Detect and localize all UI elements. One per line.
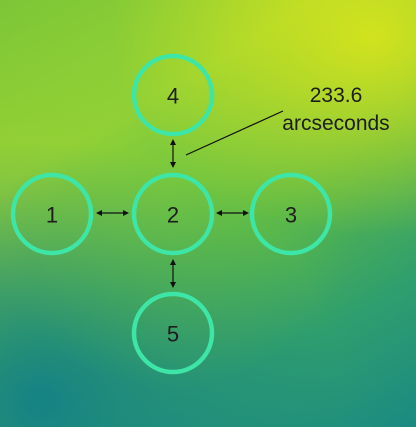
node-3-label: 3 [285, 203, 297, 228]
annotation-value: 233.6 [309, 84, 363, 107]
node-1-label: 1 [46, 203, 58, 228]
node-5-label: 5 [167, 322, 179, 347]
node-2-ring [131, 172, 215, 256]
annotation-unit: arcseconds [282, 112, 390, 135]
edge-4-2-arrow [170, 139, 176, 168]
annotation-leader-line [185, 110, 284, 156]
node-4-ring [131, 53, 215, 137]
node-2-label: 2 [167, 203, 179, 228]
edge-1-2-arrow [96, 210, 129, 216]
edge-2-3-arrow [216, 210, 249, 216]
node-3: 3 [249, 172, 333, 256]
edge-2-5-arrow [170, 259, 176, 288]
node-5: 5 [131, 291, 215, 375]
node-1-ring [10, 172, 94, 256]
node-4: 4 [131, 53, 215, 137]
node-1: 1 [10, 172, 94, 256]
node-5-ring [131, 291, 215, 375]
node-3-ring [249, 172, 333, 256]
measurement-annotation: 233.6 arcseconds [266, 82, 406, 138]
node-2: 2 [131, 172, 215, 256]
node-4-label: 4 [167, 84, 179, 109]
